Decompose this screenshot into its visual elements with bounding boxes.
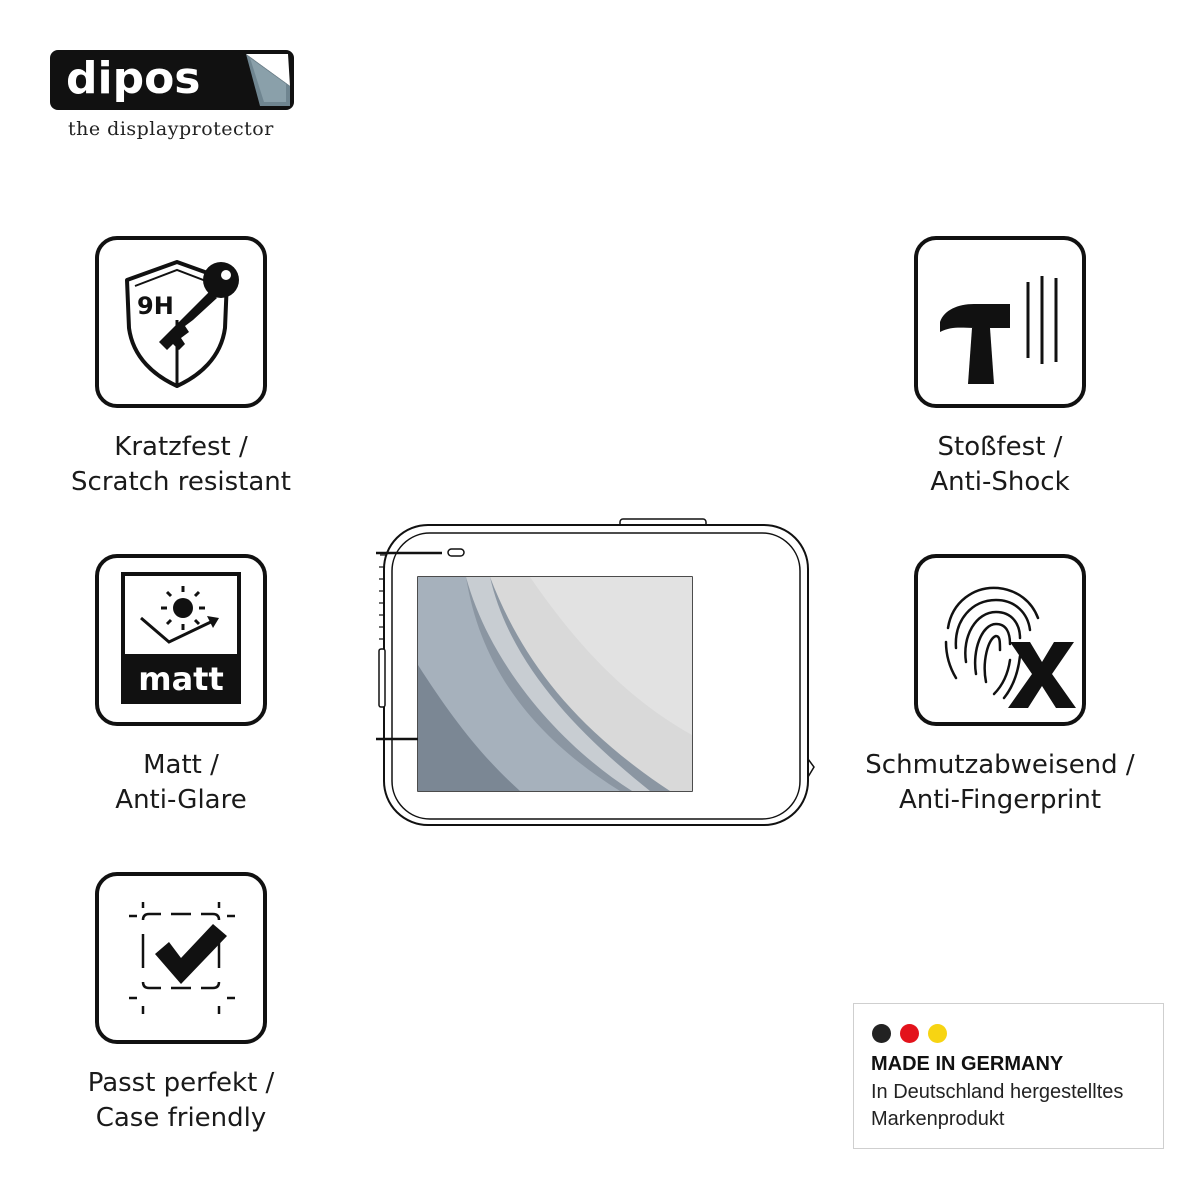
feature-tile bbox=[95, 872, 267, 1044]
feature-caption: Schmutzabweisend / Anti-Fingerprint bbox=[850, 748, 1150, 818]
caption-line-en: Anti-Shock bbox=[930, 467, 1070, 497]
flag-dot-red bbox=[900, 1024, 920, 1043]
caption-line-en: Case friendly bbox=[95, 1103, 267, 1133]
caption-line-de: Kratzfest / bbox=[114, 432, 248, 462]
device-screen bbox=[418, 577, 692, 791]
caption-line-de: Schmutzabweisend / bbox=[865, 750, 1135, 780]
feature-tile: matt bbox=[95, 554, 267, 726]
svg-text:9H: 9H bbox=[137, 292, 174, 320]
feature-tile bbox=[914, 554, 1086, 726]
caption-line-de: Matt / bbox=[143, 750, 219, 780]
caption-line-en: Anti-Fingerprint bbox=[898, 785, 1102, 815]
feature-anti-fingerprint: Schmutzabweisend / Anti-Fingerprint bbox=[850, 554, 1150, 818]
feature-caption: Stoßfest / Anti-Shock bbox=[850, 430, 1150, 500]
made-in-germany-badge: MADE IN GERMANY In Deutschland hergestel… bbox=[853, 1003, 1164, 1149]
matt-anti-glare-icon: matt bbox=[121, 572, 241, 704]
feature-caption: Passt perfekt / Case friendly bbox=[31, 1066, 331, 1136]
brand-tagline: the displayprotector bbox=[68, 118, 274, 140]
shock-hammer-icon bbox=[940, 276, 1058, 384]
feature-caption: Kratzfest / Scratch resistant bbox=[31, 430, 331, 500]
logo-wordmark: dipos bbox=[66, 53, 201, 104]
caption-line-de: Passt perfekt / bbox=[87, 1068, 275, 1098]
feature-scratch-resistant: 9H Kratzfest / Scratch resistant bbox=[31, 236, 331, 500]
made-in-germany-title: MADE IN GERMANY bbox=[871, 1053, 1064, 1075]
dipos-logo: dipos bbox=[50, 50, 294, 112]
flag-dot-black bbox=[872, 1024, 891, 1043]
caption-line-en: Anti-Glare bbox=[115, 785, 247, 815]
feature-tile: 9H bbox=[95, 236, 267, 408]
made-in-germany-line-2: Markenprodukt bbox=[871, 1108, 1005, 1130]
caption-line-de: Stoßfest / bbox=[937, 432, 1063, 462]
scratch-resistant-9h-icon: 9H bbox=[125, 260, 239, 388]
made-in-germany-line-1: In Deutschland hergestelltes bbox=[871, 1081, 1124, 1103]
feature-caption: Matt / Anti-Glare bbox=[31, 748, 331, 818]
svg-text:matt: matt bbox=[138, 660, 224, 698]
case-friendly-check-icon bbox=[129, 902, 235, 1014]
device-illustration bbox=[370, 515, 820, 835]
feature-anti-shock: Stoßfest / Anti-Shock bbox=[850, 236, 1150, 500]
feature-tile bbox=[914, 236, 1086, 408]
caption-line-en: Scratch resistant bbox=[71, 467, 291, 497]
feature-anti-glare: matt Matt / Anti-Glare bbox=[31, 554, 331, 818]
feature-case-friendly: Passt perfekt / Case friendly bbox=[31, 872, 331, 1136]
fingerprint-x-icon bbox=[944, 586, 1076, 708]
germany-flag-dots bbox=[872, 1024, 951, 1044]
flag-dot-gold bbox=[928, 1024, 948, 1043]
